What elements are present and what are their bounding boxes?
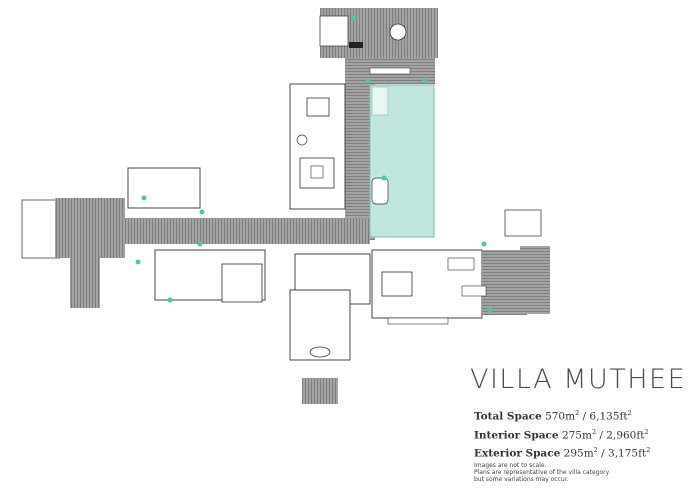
disclaimer: Images are not to scale. Plans are repre… [474,462,609,483]
accent-markers [135,15,493,313]
lower-pavilions [154,249,371,404]
disclaimer-line: but some variations may occur. [474,476,569,483]
bathtub-icon [371,177,389,205]
sun-lounger-icon [461,285,487,297]
spec-imperial: 6,135ft [589,410,628,423]
disclaimer-line: Plans are representative of the villa ca… [474,469,610,476]
villa-title: VILLA MUTHEE [470,364,687,395]
top-deck [319,8,438,84]
spec-row-interior: Interior Space 275m2 / 2,960ft2 [474,427,649,442]
spec-label: Total Space [474,410,542,423]
space-specs: Total Space 570m2 / 6,135ft2 Interior Sp… [474,406,650,462]
guest-bath [127,167,201,209]
dining-table-icon [306,97,330,117]
spec-row-total: Total Space 570m2 / 6,135ft2 [474,409,632,423]
pool [369,84,435,238]
left-deck [21,198,370,308]
disclaimer-line: Images are not to scale. [474,462,547,469]
bed-icon [381,271,413,297]
living-pavilion [289,83,389,210]
spec-imperial: 2,960ft [606,429,645,441]
spec-metric: 295m [563,447,594,460]
sofa-icon [299,157,335,189]
spec-metric: 275m [561,429,592,441]
round-table-icon [389,23,407,41]
spec-label: Exterior Space [474,447,561,460]
bathtub-oval-icon [309,346,331,358]
spec-row-exterior: Exterior Space 295m2 / 3,175ft2 [474,446,651,460]
spec-label: Interior Space [474,429,559,441]
spec-metric: 570m [545,410,576,423]
spec-imperial: 3,175ft [608,447,647,460]
pool-icon [369,84,435,238]
right-deck [461,209,550,315]
